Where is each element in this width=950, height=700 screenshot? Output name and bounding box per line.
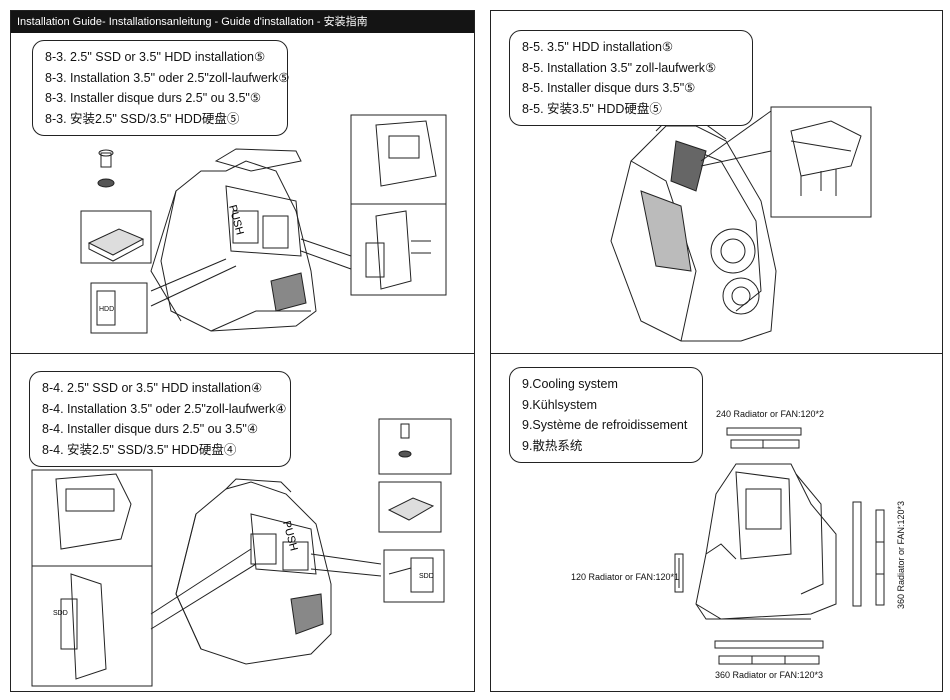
caption-120-radiator: 120 Radiator or FAN:120*1 <box>571 572 680 582</box>
panel-hdd-installation-8-5: 8-5. 3.5" HDD installation⑤ 8-5. Install… <box>490 10 943 356</box>
svg-text:HDD: HDD <box>99 306 114 313</box>
ssd-label: SDD <box>53 610 68 617</box>
instruction-callout-8-4: 8-4. 2.5" SSD or 3.5" HDD installation④ … <box>29 371 291 467</box>
screw-icon <box>100 152 112 168</box>
case-illustration-8-4: SDD SDD PUSH <box>31 418 452 687</box>
instruction-callout-8-3: 8-3. 2.5" SSD or 3.5" HDD installation⑤ … <box>32 40 290 136</box>
instruction-line: 8-4. 安装2.5" SSD/3.5" HDD硬盘④ <box>42 442 237 457</box>
case-illustration-8-5 <box>610 106 872 342</box>
instruction-line: 8-4. 2.5" SSD or 3.5" HDD installation④ <box>42 381 263 395</box>
instruction-callout-9: 9.Cooling system 9.Kühlsystem 9.Système … <box>509 367 703 463</box>
panel-cooling-system: 9.Cooling system 9.Kühlsystem 9.Système … <box>490 353 943 692</box>
instruction-line: 9.Kühlsystem <box>522 397 598 412</box>
instruction-line: 8-3. 安装2.5" SSD/3.5" HDD硬盘⑤ <box>45 111 240 126</box>
caption-360-radiator-bottom: 360 Radiator or FAN:120*3 <box>715 670 824 680</box>
instruction-line: 9.Cooling system <box>522 377 618 391</box>
case-illustration-8-3: HDD PUSH <box>80 114 447 334</box>
panel-hdd-ssd-installation-5: Installation Guide- Installationsanleitu… <box>10 10 475 356</box>
panel-hdd-ssd-installation-4: SDD SDD PUSH 8-4. 2.5" SSD or 3.5" HDD i… <box>10 353 475 692</box>
instruction-line: 8-5. Installation 3.5" zoll-laufwerk⑤ <box>522 60 717 75</box>
instruction-line: 8-3. Installation 3.5" oder 2.5"zoll-lau… <box>45 70 290 85</box>
instruction-callout-8-5: 8-5. 3.5" HDD installation⑤ 8-5. Install… <box>509 30 753 126</box>
caption-360-radiator-side: 360 Radiator or FAN:120*3 <box>896 500 906 609</box>
caption-240-radiator: 240 Radiator or FAN:120*2 <box>716 409 825 419</box>
instruction-line: 8-3. 2.5" SSD or 3.5" HDD installation⑤ <box>45 50 266 64</box>
cooling-illustration <box>674 427 885 665</box>
instruction-line: 8-5. 安装3.5" HDD硬盘⑤ <box>522 101 662 116</box>
instruction-line: 8-4. Installer disque durs 2.5" ou 3.5"④ <box>42 422 259 436</box>
instruction-line: 9.Système de refroidissement <box>522 418 688 432</box>
instruction-line: 8-3. Installer disque durs 2.5" ou 3.5"⑤ <box>45 91 262 105</box>
instruction-line: 8-5. 3.5" HDD installation⑤ <box>522 40 674 54</box>
ssd-label: SDD <box>419 573 434 580</box>
guide-header: Installation Guide- Installationsanleitu… <box>11 11 474 33</box>
instruction-line: 9.散热系统 <box>522 438 583 453</box>
instruction-line: 8-5. Installer disque durs 3.5"⑤ <box>522 81 696 95</box>
instruction-line: 8-4. Installation 3.5" oder 2.5"zoll-lau… <box>42 401 287 416</box>
